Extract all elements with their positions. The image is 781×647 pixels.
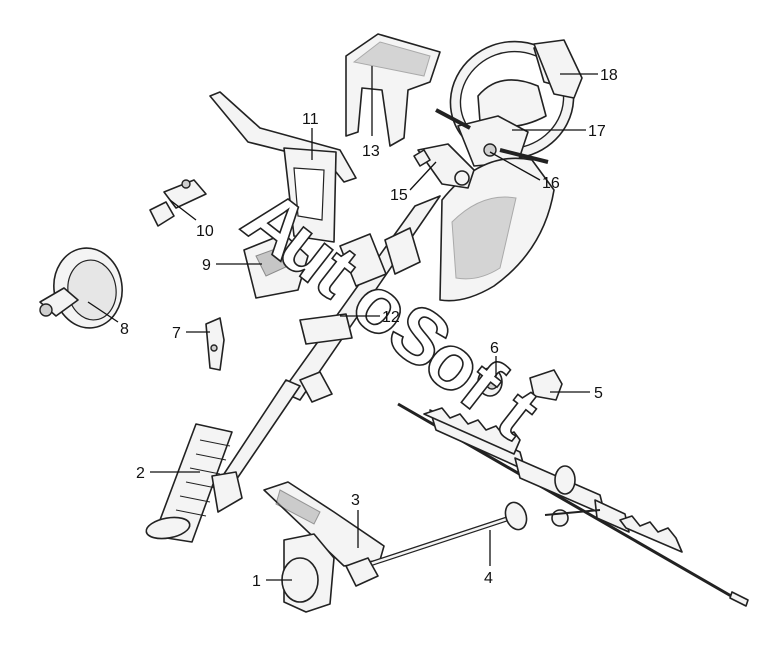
callout-label: 9 [202, 257, 211, 274]
pump-part [281, 533, 335, 613]
pedal-bracket [263, 481, 385, 567]
callout-label: 2 [136, 465, 145, 482]
column-shroud [439, 157, 555, 302]
callout-12: 12 [340, 309, 400, 326]
switch-part-10 [149, 179, 207, 227]
steering-rack [397, 402, 749, 607]
lock-module [243, 233, 309, 299]
drum-part [39, 247, 123, 329]
callout-label: 1 [252, 573, 261, 590]
mounting-bracket [209, 91, 357, 243]
callout-label: 18 [600, 67, 618, 84]
callout-6: 6 [490, 340, 499, 376]
callout-2: 2 [136, 465, 200, 482]
callout-label: 10 [196, 223, 214, 240]
intermediate-shaft [211, 379, 301, 513]
callout-label: 13 [362, 143, 380, 160]
callout-label: 4 [484, 570, 493, 587]
ignition-lock [413, 143, 475, 189]
callout-18: 18 [560, 67, 618, 84]
callout-17: 17 [512, 123, 606, 140]
callout-label: 5 [594, 385, 603, 402]
steering-column-shaft [281, 195, 441, 403]
callout-1: 1 [252, 573, 292, 590]
callout-label: 11 [302, 111, 319, 128]
callout-label: 15 [390, 187, 408, 204]
callout-label: 12 [382, 309, 400, 326]
callout-8: 8 [87, 301, 129, 338]
column-boot [145, 423, 233, 543]
callout-13: 13 [362, 66, 380, 160]
clip-part [205, 317, 225, 371]
callout-4: 4 [484, 530, 493, 587]
callout-label: 7 [172, 325, 181, 342]
lower-shaft [345, 501, 528, 587]
callout-3: 3 [351, 492, 360, 548]
callout-label: 6 [490, 340, 499, 357]
horn-pad [533, 39, 583, 99]
callout-15: 15 [390, 161, 437, 204]
callout-label: 16 [542, 175, 560, 192]
callout-label: 8 [120, 321, 129, 338]
callout-16: 16 [489, 151, 560, 192]
callout-7: 7 [172, 325, 210, 342]
callout-5: 5 [550, 385, 603, 402]
callout-11: 11 [302, 111, 319, 160]
callout-label: 3 [351, 492, 360, 509]
callout-9: 9 [202, 257, 262, 274]
callout-10: 10 [169, 199, 214, 240]
column-cover [345, 33, 441, 147]
callout-label: 17 [588, 123, 606, 140]
